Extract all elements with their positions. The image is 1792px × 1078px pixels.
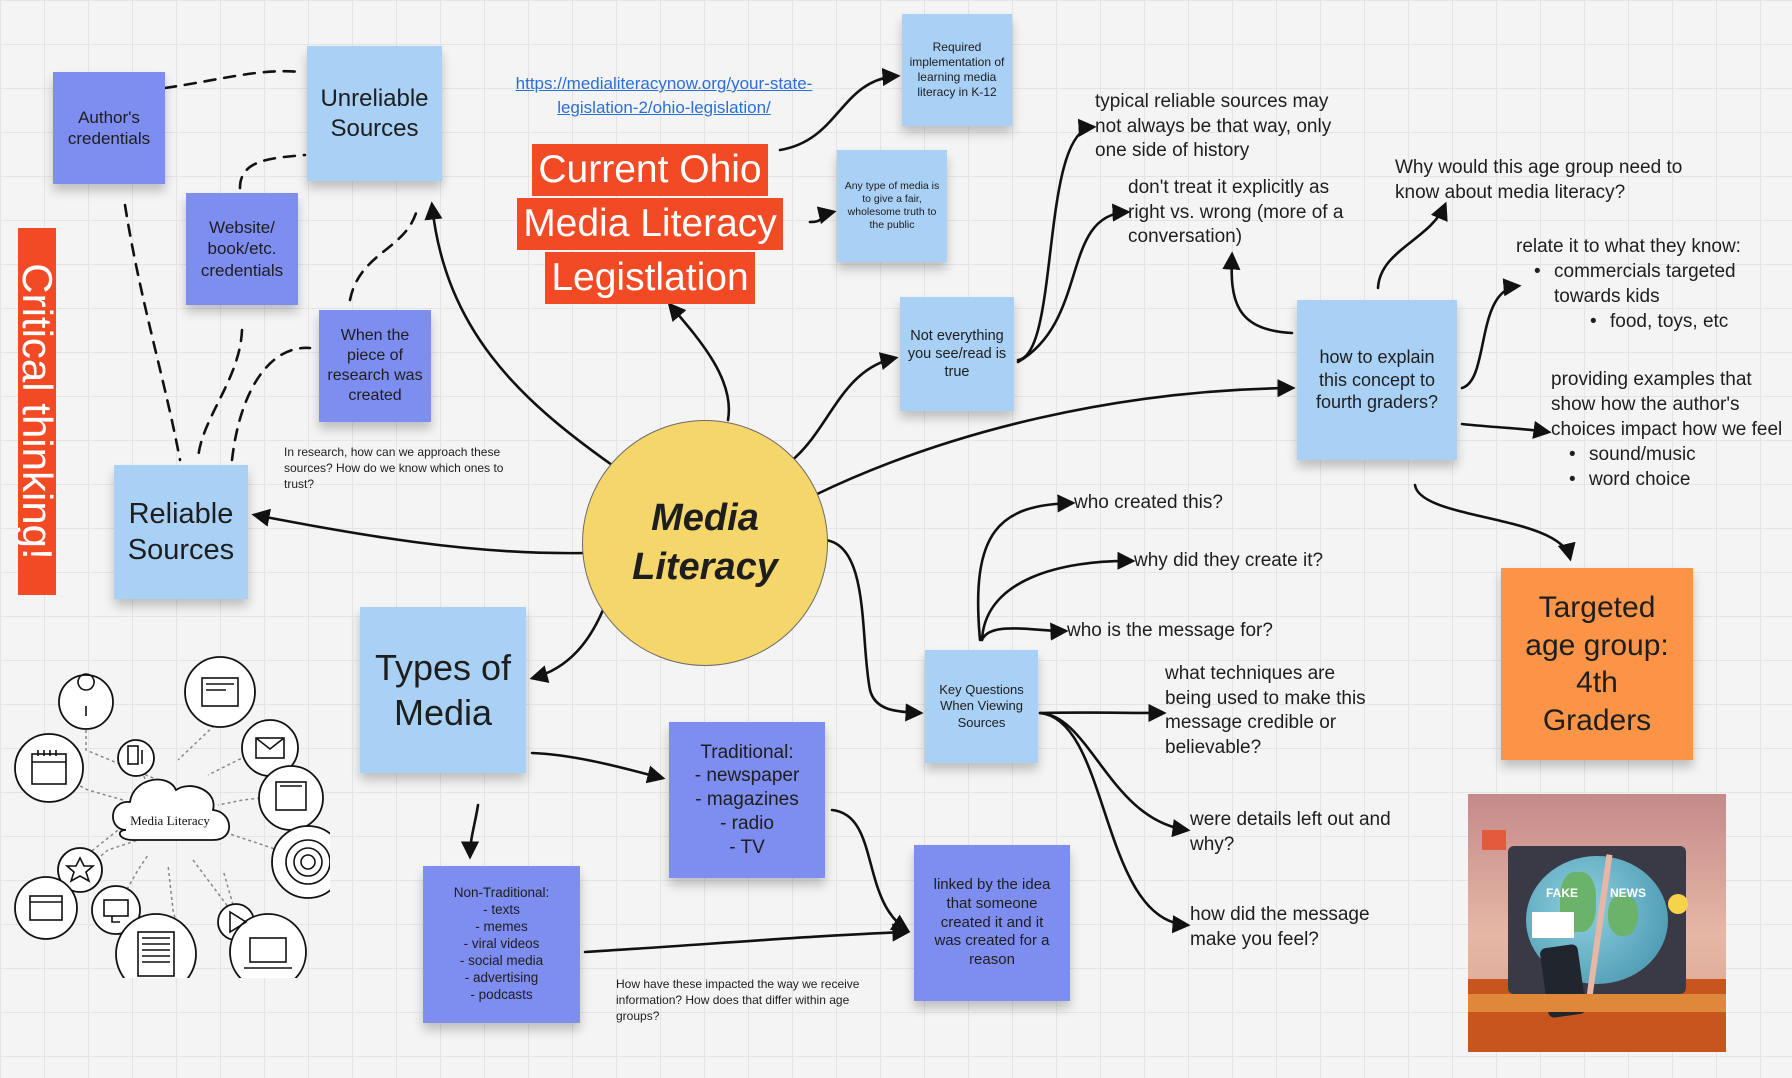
- fake-news-illustration: FAKE NEWS: [1468, 794, 1726, 1052]
- note-traditional[interactable]: Traditional: - newspaper - magazines - r…: [669, 722, 825, 878]
- critical-thinking-label: Critical thinking!: [18, 228, 56, 595]
- center-title: Media Literacy: [632, 496, 778, 588]
- text-not-right-wrong: don't treat it explicitly as right vs. w…: [1128, 177, 1344, 248]
- sources-question: In research, how can we approach these s…: [284, 445, 504, 492]
- note-reliable-sources[interactable]: Reliable Sources: [114, 465, 248, 599]
- list-examples: providing examples that show how the aut…: [1551, 369, 1783, 491]
- note-author-credentials[interactable]: Author's credentials: [53, 72, 165, 184]
- note-key-questions[interactable]: Key Questions When Viewing Sources: [925, 650, 1038, 763]
- center-node[interactable]: Media Literacy: [582, 420, 828, 666]
- note-explain-fourth-graders[interactable]: how to explain this concept to fourth gr…: [1297, 300, 1457, 460]
- legislation-title: Current Ohio Media Literacy Legistlation: [514, 144, 786, 304]
- icon-cluster-label: Media Literacy: [130, 813, 210, 828]
- note-types-of-media[interactable]: Types of Media: [360, 607, 526, 773]
- fake-label: FAKE: [1546, 886, 1579, 900]
- note-website-credentials[interactable]: Website/ book/etc. credentials: [186, 193, 298, 305]
- text-reliable-one-side: typical reliable sources may not always …: [1095, 91, 1332, 162]
- note-targeted-age-group[interactable]: Targeted age group: 4th Graders: [1501, 568, 1693, 760]
- note-not-everything-true[interactable]: Not everything you see/read is true: [900, 297, 1014, 411]
- note-required-implementation[interactable]: Required implementation of learning medi…: [902, 14, 1012, 126]
- text-why-age-group: Why would this age group need to know ab…: [1395, 157, 1683, 203]
- legislation-link[interactable]: https://medialiteracynow.org/your-state-…: [515, 74, 813, 117]
- note-when-created[interactable]: When the piece of research was created: [319, 310, 431, 422]
- list-relate: relate it to what they know: •commercial…: [1516, 236, 1741, 333]
- question-how-feel: how did the message make you feel?: [1190, 904, 1370, 950]
- question-who-created: who created this?: [1074, 492, 1223, 513]
- question-techniques: what techniques are being used to make t…: [1165, 663, 1366, 759]
- impact-question: How have these impacted the way we recei…: [616, 977, 860, 1024]
- news-label: NEWS: [1610, 886, 1646, 900]
- note-fair-truth[interactable]: Any type of media is to give a fair, who…: [837, 150, 947, 262]
- media-icon-cluster: Media Literacy: [14, 656, 330, 978]
- question-who-for: who is the message for?: [1067, 620, 1273, 641]
- note-non-traditional[interactable]: Non-Traditional: - texts - memes - viral…: [423, 866, 580, 1023]
- question-details-left-out: were details left out and why?: [1190, 809, 1391, 855]
- question-why-created: why did they create it?: [1134, 550, 1324, 571]
- note-linked-by-idea[interactable]: linked by the idea that someone created …: [914, 845, 1070, 1001]
- note-unreliable-sources[interactable]: Unreliable Sources: [307, 46, 442, 181]
